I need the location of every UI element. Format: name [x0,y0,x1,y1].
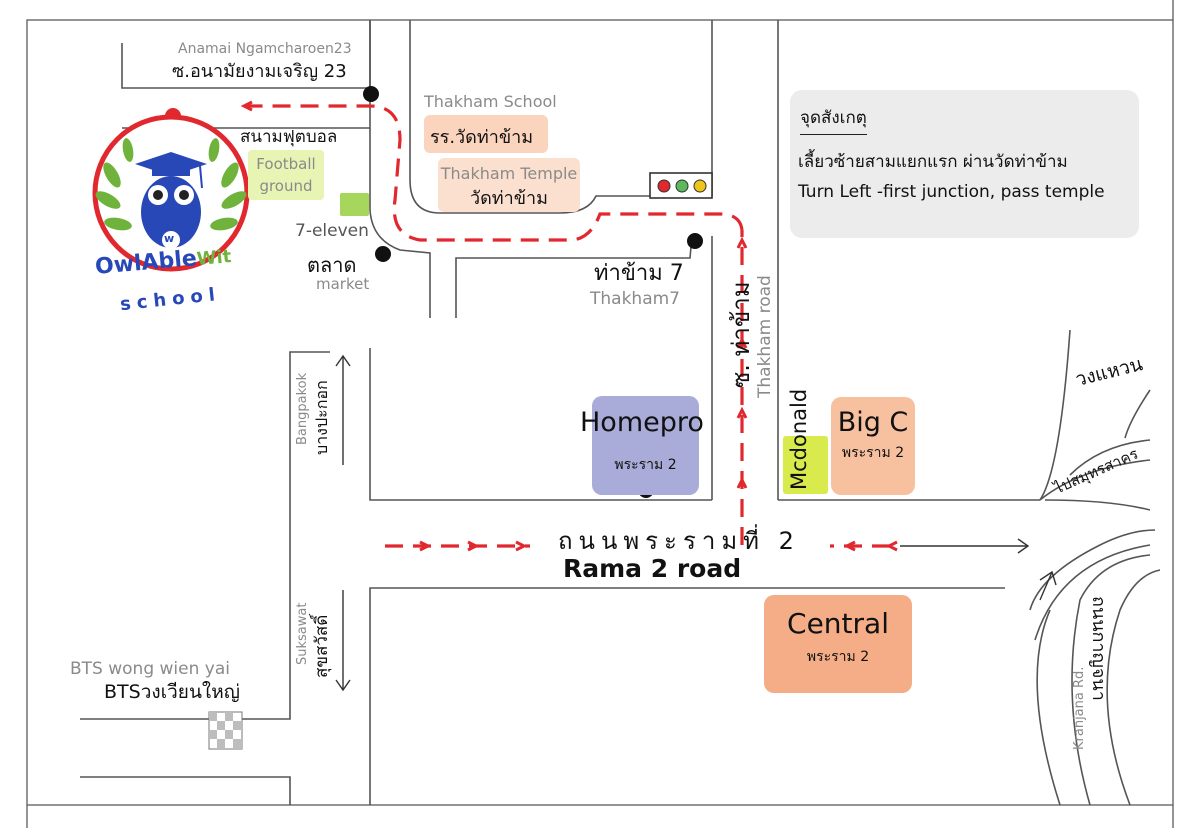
owl-logo-icon [92,114,250,272]
central-box: Central พระราม 2 [764,595,912,693]
thakham-road-label-en: Thakham road [755,275,775,398]
suksawat-label-en: Suksawat [295,602,310,665]
anamai-label-th: ซ.อนามัยงามเจริญ 23 [172,61,347,82]
kanjana-label-en: Kranjana Rd. [1072,666,1087,750]
bigc-sub: พระราม 2 [841,445,905,461]
homepro-label: Homepro [580,407,704,438]
bigc-label: Big C [837,407,909,438]
school-label-en: Thakham School [424,92,557,111]
seven-eleven-marker [340,193,369,216]
school-box: รร.วัดท่าข้าม [424,115,548,153]
thakham7-label-en: Thakham7 [590,289,680,309]
bts-label-th: BTSวงเวียนใหญ่ [104,681,240,703]
landmark-note-box: จุดสังเกตุ เลี้ยวซ้ายสามแยกแรก ผ่านวัดท่… [790,90,1139,238]
mcdonald-box [783,436,828,494]
note-heading: จุดสังเกตุ [800,104,867,135]
temple-label-en: Thakham Temple [440,164,578,183]
central-sub: พระราม 2 [806,649,870,665]
logo-brand-wit: Wit [195,246,233,271]
football-label-th: สนามฟุตบอล [240,127,338,147]
central-label: Central [787,607,889,640]
homepro-box: พระราม 2 [592,396,699,495]
market-label-en: market [316,275,370,293]
kanjana-label-th: ถนนกาญจนา [1088,596,1109,701]
bts-label-en: BTS wong wien yai [70,659,230,679]
football-label-en: Football ground [256,155,316,195]
note-line-en: Turn Left -first junction, pass temple [798,182,1105,202]
direction-arrow-icon [335,354,1057,692]
bangpakok-label-en: Bangpakok [295,372,310,445]
thakham7-label-th: ท่าข้าม 7 [594,261,684,286]
bigc-box: Big C พระราม 2 [831,397,915,495]
anamai-label-en: Anamai Ngamcharoen23 [178,41,352,57]
rama2-label-th: ถนนพระรามที่ 2 [558,527,800,555]
market-label-th: ตลาด [307,253,357,277]
seven-eleven-label: 7-eleven [295,221,369,241]
suksawat-label-th: สุขสวัสดิ์ [312,614,332,678]
temple-box: Thakham Temple วัดท่าข้าม [438,158,580,212]
temple-label-th: วัดท่าข้าม [469,188,549,209]
rama2-label-en: Rama 2 road [563,554,742,583]
mcdonald-label: Mcdonald [787,388,811,490]
football-ground-box: Football ground [248,150,324,200]
homepro-sub: พระราม 2 [614,457,677,473]
soi-thakham-label-th: ซ. ท่าข้าม [727,281,755,388]
bangpakok-label-th: บางปะกอก [312,380,331,455]
school-label-th: รร.วัดท่าข้าม [430,127,534,148]
bts-station-icon [208,711,243,750]
traffic-light-icon [649,172,713,199]
route-path [235,104,890,548]
logo-badge-letter: w [164,232,175,245]
note-line-th: เลี้ยวซ้ายสามแยกแรก ผ่านวัดท่าข้าม [798,152,1068,172]
